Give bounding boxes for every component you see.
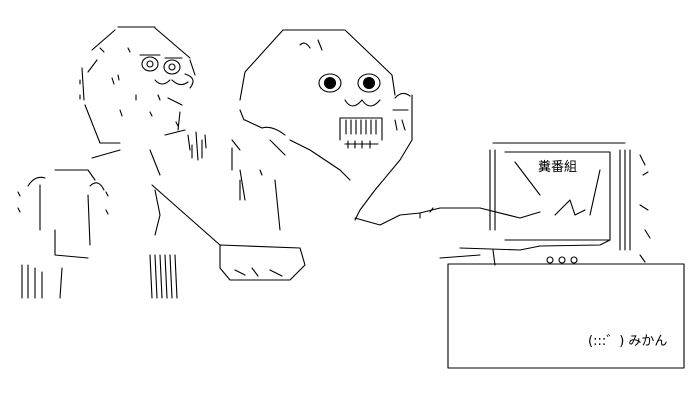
left-figure-face-marks [79, 47, 179, 127]
right-figure-head [239, 29, 413, 221]
right-figure-hand [392, 92, 411, 131]
right-figure-eyes [318, 73, 381, 107]
right-figure-teeth [339, 117, 383, 149]
tv-screen-text: 糞番組 [538, 160, 578, 175]
right-figure-arm [231, 139, 481, 231]
left-figure-arm [149, 131, 306, 299]
left-figure-eyes [139, 54, 194, 89]
small-person [17, 169, 109, 299]
mikan-box [447, 263, 685, 369]
mikan-box-label: (:::゛) みかん [588, 334, 668, 349]
left-figure-head [81, 26, 196, 159]
tv-set [439, 142, 651, 266]
